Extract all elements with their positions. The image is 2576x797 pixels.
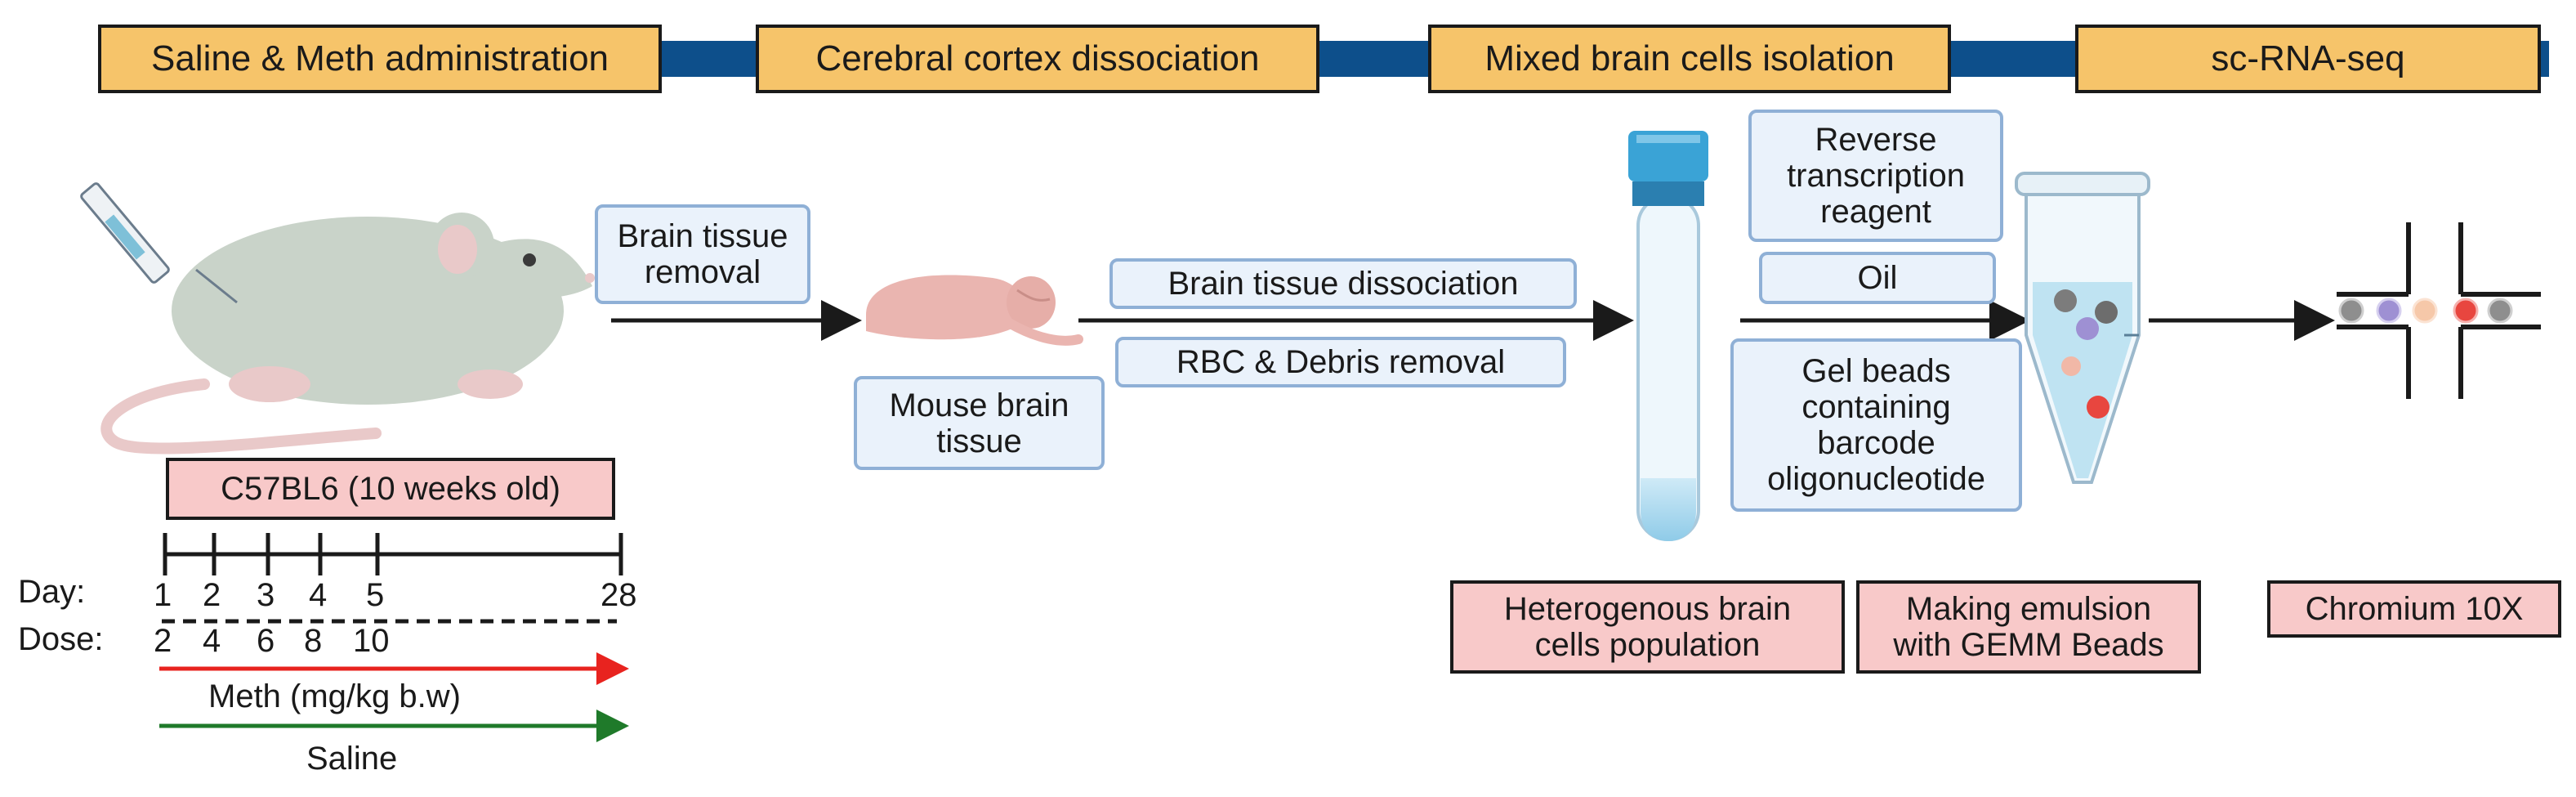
emulsion-caption: Making emulsion with GEMM Beads xyxy=(1856,580,2201,674)
dose-value: 4 xyxy=(203,623,221,659)
stage-scrnaseq: sc-RNA-seq xyxy=(2075,25,2541,93)
saline-label: Saline xyxy=(306,741,398,777)
stage-saline-meth: Saline & Meth administration xyxy=(98,25,662,93)
brain-tissue-dissociation-box: Brain tissue dissociation xyxy=(1109,258,1577,309)
stage-cell-isolation: Mixed brain cells isolation xyxy=(1428,25,1951,93)
reverse-transcription-box: Reverse transcription reagent xyxy=(1748,110,2003,242)
dose-label: Dose: xyxy=(18,621,104,657)
day-tick-label: 1 xyxy=(154,577,172,613)
chromium-caption: Chromium 10X xyxy=(2267,580,2561,638)
day-tick-label: 5 xyxy=(366,577,385,613)
eppendorf-tube-icon xyxy=(2015,172,2150,484)
gel-beads-box: Gel beads containing barcode oligonucleo… xyxy=(1730,338,2022,512)
brain-tissue-removal-box: Brain tissue removal xyxy=(595,204,810,304)
day-tick-label: 4 xyxy=(309,577,328,613)
mouse-with-syringe-icon xyxy=(80,182,595,454)
mouse-brain-tissue-box: Mouse brain tissue xyxy=(854,376,1105,470)
meth-label: Meth (mg/kg b.w) xyxy=(208,678,461,714)
day-label: Day: xyxy=(18,574,86,610)
rbc-debris-removal-box: RBC & Debris removal xyxy=(1115,337,1566,387)
timeline xyxy=(159,533,629,742)
centrifuge-tube-icon xyxy=(1628,131,1708,541)
strain-caption: C57BL6 (10 weeks old) xyxy=(166,458,615,520)
dose-value: 2 xyxy=(154,623,172,659)
chromium-chip-icon xyxy=(2337,222,2541,399)
day-tick-label: 3 xyxy=(257,577,275,613)
heterogenous-cells-caption: Heterogenous brain cells population xyxy=(1450,580,1845,674)
dose-value: 8 xyxy=(304,623,323,659)
stage-cortex-dissociation: Cerebral cortex dissociation xyxy=(756,25,1319,93)
oil-box: Oil xyxy=(1759,252,1996,304)
dose-value: 6 xyxy=(257,623,275,659)
brain-tissue-icon xyxy=(866,275,1083,346)
day-tick-label: 2 xyxy=(203,577,221,613)
day-tick-label: 28 xyxy=(600,577,637,613)
dose-value: 10 xyxy=(353,623,390,659)
